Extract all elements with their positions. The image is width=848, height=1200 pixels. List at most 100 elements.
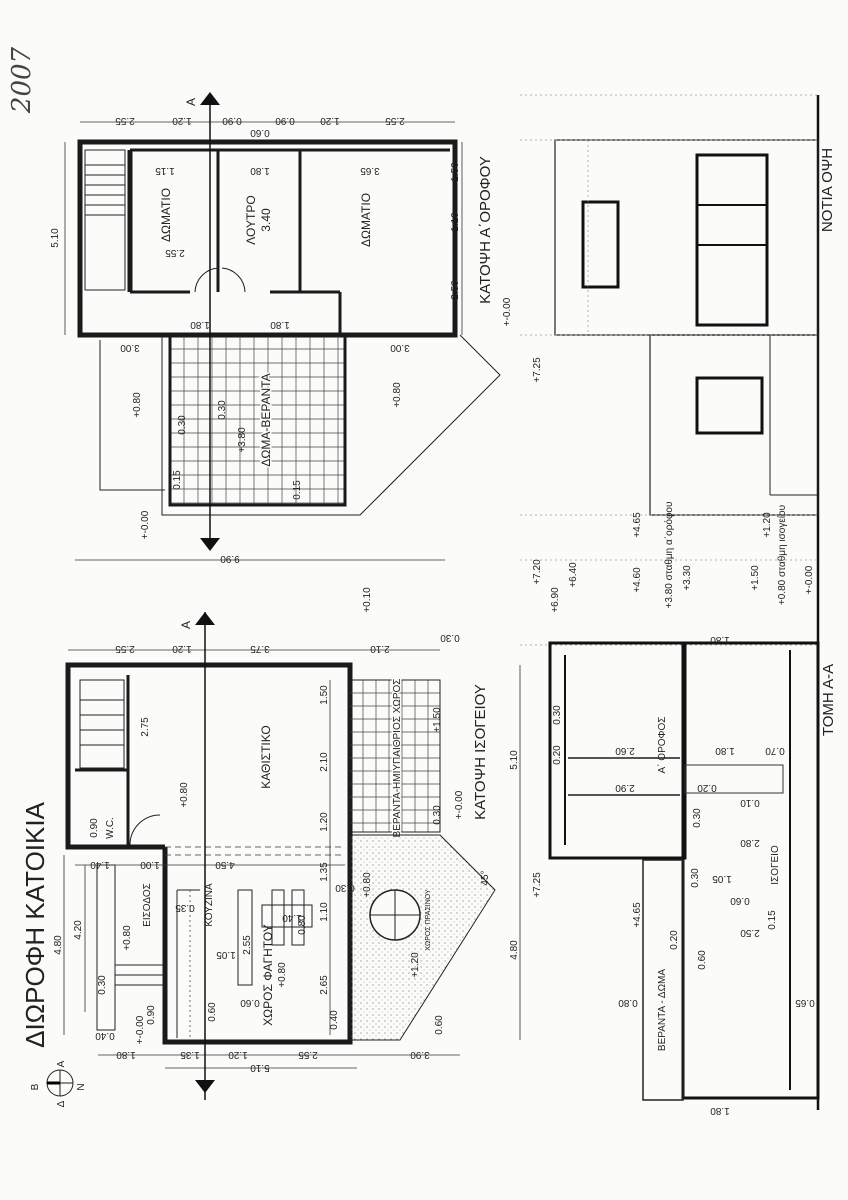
dimension: 2.55 [242, 935, 253, 955]
dimension: 2.55 [385, 115, 405, 126]
dimension: 2.50 [740, 927, 760, 938]
dimension: 0.40 [95, 1030, 115, 1041]
dimension: 3.75 [250, 643, 270, 654]
dimension: 0.20 [669, 930, 680, 950]
dimension: 1.05 [216, 949, 236, 960]
compass-west: Δ [56, 1100, 67, 1107]
dimension: 2.75 [140, 717, 151, 737]
level-mark: +3.80 σταθμη α΄ορόφου [663, 502, 675, 609]
level-mark: +1.20 [410, 952, 421, 978]
level-mark: +7.25 [532, 872, 543, 898]
dimension: 0.80 [618, 997, 638, 1008]
dimension: 0.30 [177, 415, 188, 435]
dimension: 2.55 [115, 643, 135, 654]
level-mark: +0.80 [179, 782, 190, 808]
dimension: 2.65 [319, 975, 330, 995]
veranda-tile-grid [350, 680, 440, 832]
dimension: 4.50 [215, 859, 235, 870]
room-label: ΚΟΥΖΙΝΑ [204, 883, 215, 927]
door-swing [194, 267, 246, 293]
section-marker-icon [195, 612, 215, 625]
dimension: 0.60 [730, 895, 750, 906]
level-mark: +1.50 [750, 565, 761, 591]
dimension: 1.10 [450, 212, 461, 232]
dimension: 3.90 [410, 1049, 430, 1060]
dimension: 0.60 [240, 997, 260, 1008]
level-mark: +0.80 [132, 392, 143, 418]
room-label: ΔΩΜΑΤΙΟ [359, 193, 373, 247]
door-swing [129, 814, 161, 846]
dimension: 0.60 [697, 950, 708, 970]
level-mark: +7.20 [532, 559, 543, 585]
dimension: 1.20 [172, 115, 192, 126]
dimension: 4.80 [53, 935, 64, 955]
level-mark: +6.90 [550, 587, 561, 613]
overall-dimension: 5.10 [50, 228, 61, 248]
dimension: 1.15 [155, 165, 175, 176]
dimension: 0.65 [795, 997, 815, 1008]
terrace-tile-grid [170, 335, 345, 505]
floor-label: ΒΕΡΑΝΤΑ - ΔΩΜΑ [657, 969, 668, 1051]
year-note: 2007 [7, 46, 37, 114]
room-label: ΧΩΡΟΣ ΦΑΓΗΤΟΥ [261, 924, 275, 1026]
dimension: 2.55 [298, 1049, 318, 1060]
level-mark: +0.80 [362, 872, 373, 898]
overall-dimension: 4.80 [509, 940, 520, 960]
section-terrace [642, 859, 684, 1101]
dimension: 0.30 [97, 975, 108, 995]
entrance-steps [96, 864, 165, 1031]
level-mark: +-0.00 [502, 297, 513, 326]
dimension: 0.30 [440, 632, 460, 643]
dimension: 0.35 [175, 902, 195, 913]
section-title: ΤΟΜΗ Α-Α [820, 664, 837, 736]
dimension: 2.10 [370, 643, 390, 654]
dimension: 0.15 [172, 470, 183, 490]
dimension: 1.00 [140, 859, 160, 870]
level-mark: +3.30 [682, 565, 693, 591]
dimension: 2.10 [319, 752, 330, 772]
dimension: 1.80 [710, 634, 730, 645]
section-a-a: +7.25 +7.20 +6.90 +6.40 +4.60 +3.80 σταθ… [532, 357, 837, 1116]
floor-label: Α΄ ΟΡΟΦΟΣ [656, 717, 668, 774]
dimension: 3.00 [390, 342, 410, 353]
dimension: 0.10 [740, 797, 760, 808]
section-marker-icon [195, 1080, 215, 1093]
level-mark: +-0.00 [804, 565, 815, 594]
overall-dimension: 5.10 [509, 750, 520, 770]
kitchen-counter [176, 889, 200, 1038]
ground-plan-title: ΚΑΤΟΨΗ ΙΣΟΓΕΙΟΥ [472, 684, 489, 820]
level-mark: +-0.00 [140, 510, 151, 539]
section-stair [684, 764, 784, 794]
elevation-title: ΝΟΤΙΑ ΟΨΗ [819, 148, 836, 232]
elevation-lower-volume [649, 334, 819, 516]
dimension: 1.40 [90, 859, 110, 870]
ground-staircase [79, 679, 125, 769]
ground-floor-plan: ΚΑΘΙΣΤΙΚΟ ΚΟΥΖΙΝΑ ΧΩΡΟΣ ΦΑΓΗΤΟΥ ΕΙΣΟΔΟΣ … [53, 587, 521, 1100]
dimension: 0.30 [552, 705, 563, 725]
room-label: ΛΟΥΤΡΟ [244, 195, 258, 244]
room-label: ΧΩΡΟΣ ΠΡΑΣΙΝΟΥ [425, 889, 432, 951]
level-mark: +0.10 [362, 587, 373, 613]
dimension: 0.20 [552, 745, 563, 765]
elevation-window [695, 376, 764, 435]
level-mark: +7.25 [532, 357, 543, 383]
room-label: ΔΩΜΑ-ΒΕΡΑΝΤΑ [259, 373, 273, 466]
dimension: 1.35 [180, 1049, 200, 1060]
dimension: 0.70 [765, 745, 785, 756]
dimension: 4.20 [73, 920, 84, 940]
veranda-outline [349, 679, 441, 833]
garden-area [349, 834, 496, 1041]
dimension: 1.05 [712, 873, 732, 884]
dimension: 0.60 [250, 127, 270, 138]
dimension: 0.90 [222, 115, 242, 126]
dimension: 1.50 [450, 162, 461, 182]
elevation-window [581, 200, 620, 289]
dimension: 2.80 [740, 837, 760, 848]
dimension: 1.80 [190, 319, 210, 330]
section-ground-floor [681, 641, 820, 1100]
dimension: 0.90 [89, 818, 100, 838]
level-mark: +1.20 [762, 512, 773, 538]
dimension: 2.50 [450, 280, 461, 300]
dimension: 2.60 [615, 745, 635, 756]
section-marker-icon [200, 538, 220, 551]
